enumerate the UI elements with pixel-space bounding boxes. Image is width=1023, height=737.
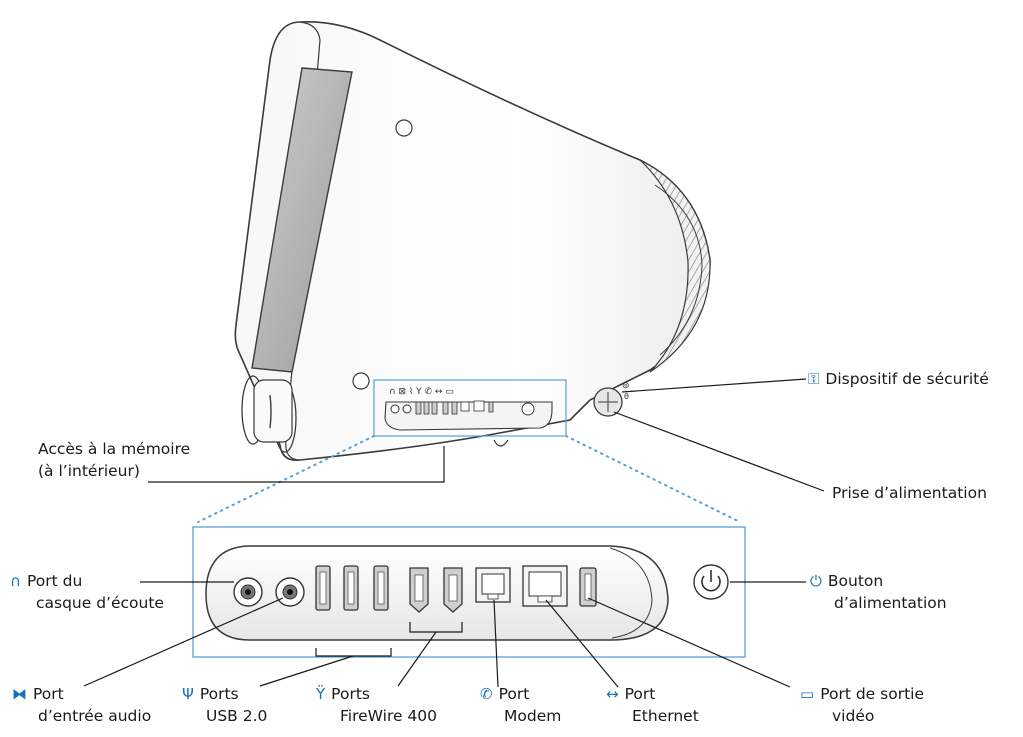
svg-text:⊚: ⊚: [622, 381, 630, 391]
power-icon: ⏻: [810, 572, 822, 590]
audio-in-icon: ⧓: [12, 685, 27, 703]
small-port-panel: ∩ ⊠ ⌇ Y ✆ ↔ ▭: [384, 386, 553, 431]
video-out-icon: ▭: [800, 685, 815, 703]
security-label: ⚿Dispositif de sécurité: [808, 370, 989, 388]
ethernet-label: ↔Port Ethernet: [606, 685, 699, 725]
power-button: [693, 564, 729, 600]
svg-text:∩ ⊠ ⌇ Y ✆ ↔ ▭: ∩ ⊠ ⌇ Y ✆ ↔ ▭: [389, 386, 454, 397]
memory-label: Accès à la mémoire (à l’intérieur): [38, 440, 191, 480]
lock-icon: ⚿: [808, 370, 820, 388]
ethernet-icon: ↔: [606, 685, 619, 703]
audio-in-label: ⧓Port d’entrée audio: [12, 685, 152, 725]
video-label: ▭Port de sortie vidéo: [800, 685, 924, 725]
power-button-label: ⏻Bouton d’alimentation: [810, 572, 947, 612]
modem-label: ✆Port Modem: [480, 685, 562, 725]
callout-dots-left: [197, 435, 375, 523]
usb-icon: Ψ: [182, 685, 194, 703]
headphone-icon: ∩: [10, 572, 21, 590]
power-socket-label: Prise d’alimentation: [832, 484, 987, 502]
headphone-label: ∩Port du casque d’écoute: [10, 572, 164, 612]
firewire-icon: Ÿ: [316, 685, 326, 703]
callout-box-small: [373, 379, 567, 437]
emac-body: ⊚ θ: [234, 21, 711, 462]
leader-lines: [83, 378, 825, 688]
svg-text:θ: θ: [624, 392, 629, 401]
modem-icon: ✆: [480, 685, 493, 703]
large-port-panel: [205, 545, 669, 641]
callout-dots-right: [565, 435, 741, 523]
callout-box-large: [192, 526, 746, 658]
